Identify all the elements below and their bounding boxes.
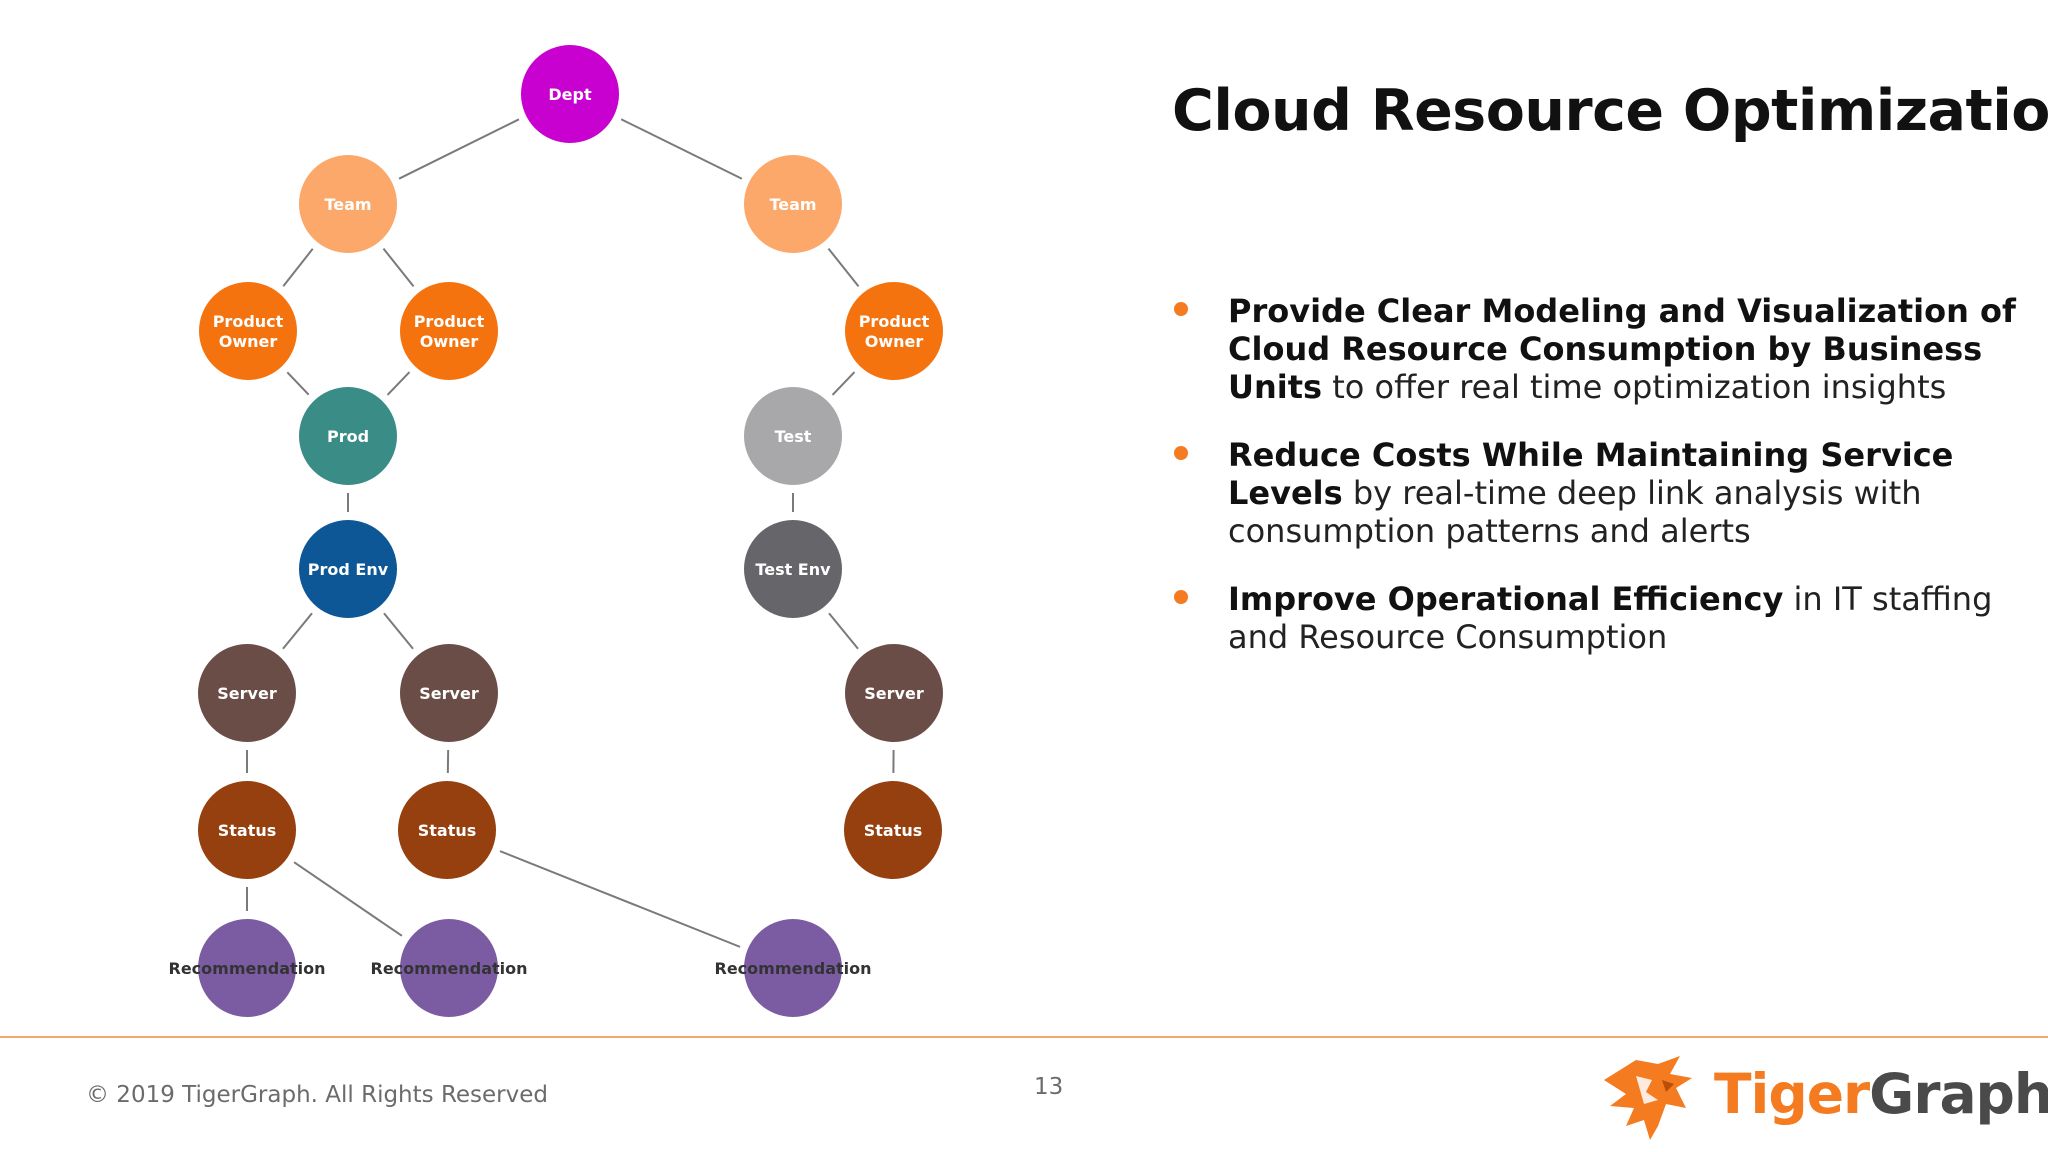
graph-edge <box>398 118 520 180</box>
status-node-circle <box>844 781 942 879</box>
bullet-bold-text: Reduce Costs While Maintaining Service L… <box>1228 436 1954 512</box>
node-rec2: Recommendation <box>371 919 528 1017</box>
node-label: Test <box>775 427 812 446</box>
bullet-bold-text: Improve Operational Efficiency <box>1228 580 1784 618</box>
node-dept: Dept <box>521 45 619 143</box>
product-owner-node-circle <box>845 282 943 380</box>
recommendation-node-circle <box>198 919 296 1017</box>
graph-edge <box>282 612 313 650</box>
node-label: Prod Env <box>308 560 389 579</box>
node-label: Owner <box>219 332 278 351</box>
graph-edge <box>293 861 403 937</box>
bullet-dot-icon <box>1174 446 1188 460</box>
logo-graph-text: Graph <box>1869 1062 2048 1126</box>
recommendation-node-circle <box>400 919 498 1017</box>
graph-edge <box>827 247 860 288</box>
bullet-bold-text: Provide Clear Modeling and Visualization… <box>1228 292 2016 406</box>
node-status2: Status <box>398 781 496 879</box>
server-node-circle <box>845 644 943 742</box>
bullet-dot-icon <box>1174 302 1188 316</box>
node-prodenv: Prod Env <box>299 520 397 618</box>
tigergraph-logo: TigerGraph <box>1596 1054 2048 1144</box>
bullet-list: Provide Clear Modeling and Visualization… <box>1170 292 2030 686</box>
bullet-text: by real-time deep link analysis with con… <box>1228 474 1922 550</box>
tiger-head-icon <box>1604 1056 1692 1140</box>
bullet-dot-icon <box>1174 590 1188 604</box>
copyright-text: © 2019 TigerGraph. All Rights Reserved <box>86 1082 548 1108</box>
node-server1: Server <box>198 644 296 742</box>
status-node-circle <box>198 781 296 879</box>
bullet-text: in IT staffing and Resource Consumption <box>1228 580 1993 656</box>
node-label: Recommendation <box>169 959 326 978</box>
graph-edge <box>620 118 743 180</box>
node-label: Team <box>769 195 816 214</box>
graph-edge <box>386 371 411 396</box>
graph-edge <box>286 371 310 396</box>
slide-title: Cloud Resource Optimization <box>1172 78 2048 144</box>
footer-divider <box>0 1036 2048 1038</box>
node-test: Test <box>744 387 842 485</box>
team-node-circle <box>299 155 397 253</box>
node-testenv: Test Env <box>744 520 842 618</box>
node-label: Test Env <box>755 560 831 579</box>
node-rec3: Recommendation <box>715 919 872 1017</box>
bullet-item: Provide Clear Modeling and Visualization… <box>1170 292 2030 406</box>
node-label: Status <box>418 821 477 840</box>
logo-wordmark: TigerGraph <box>1714 1062 2048 1126</box>
bullet-item: Reduce Costs While Maintaining Service L… <box>1170 436 2030 550</box>
server-node-circle <box>198 644 296 742</box>
bullet-text: to offer real time optimization insights <box>1322 368 1947 406</box>
logo-tiger-text: Tiger <box>1714 1062 1870 1126</box>
status-node-circle <box>398 781 496 879</box>
node-label: Owner <box>865 332 924 351</box>
graph-edge <box>383 612 414 650</box>
dept-node-circle <box>521 45 619 143</box>
bullet-item: Improve Operational Efficiency in IT sta… <box>1170 580 2030 656</box>
graph-edge <box>499 850 741 948</box>
team-node-circle <box>744 155 842 253</box>
recommendation-node-circle <box>744 919 842 1017</box>
node-label: Product <box>213 312 284 331</box>
node-label: Recommendation <box>715 959 872 978</box>
node-prod: Prod <box>299 387 397 485</box>
product-owner-node-circle <box>199 282 297 380</box>
graph-edge <box>828 612 859 650</box>
node-label: Server <box>419 684 479 703</box>
server-node-circle <box>400 644 498 742</box>
node-label: Recommendation <box>371 959 528 978</box>
node-rec1: Recommendation <box>169 919 326 1017</box>
node-label: Product <box>414 312 485 331</box>
prod-env-node-circle <box>299 520 397 618</box>
node-label: Status <box>218 821 277 840</box>
product-owner-node-circle <box>400 282 498 380</box>
node-label: Server <box>864 684 924 703</box>
test-env-node-circle <box>744 520 842 618</box>
node-label: Product <box>859 312 930 331</box>
node-status1: Status <box>198 781 296 879</box>
node-label: Status <box>864 821 923 840</box>
graph-edge <box>282 248 314 287</box>
node-status3: Status <box>844 781 942 879</box>
node-label: Server <box>217 684 277 703</box>
graph-edge <box>831 371 856 396</box>
node-server2: Server <box>400 644 498 742</box>
graph-edges <box>246 118 895 948</box>
node-label: Prod <box>327 427 369 446</box>
node-label: Dept <box>548 85 592 104</box>
page-number: 13 <box>1034 1074 1064 1100</box>
node-label: Owner <box>420 332 479 351</box>
node-label: Team <box>324 195 371 214</box>
test-node-circle <box>744 387 842 485</box>
node-server3: Server <box>845 644 943 742</box>
prod-node-circle <box>299 387 397 485</box>
node-team1: Team <box>299 155 397 253</box>
node-team2: Team <box>744 155 842 253</box>
graph-edge <box>382 247 415 288</box>
